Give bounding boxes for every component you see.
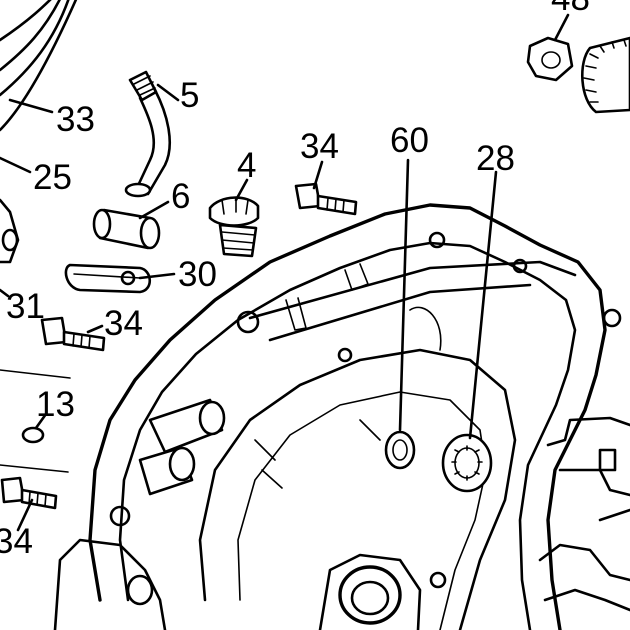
bolt-middle — [40, 316, 106, 352]
lock-washer — [441, 433, 493, 493]
leader-lines — [0, 13, 570, 532]
cable-bundle — [0, 0, 78, 132]
label-13: 13 — [36, 385, 75, 424]
bolt-top — [294, 182, 358, 216]
label-28: 28 — [476, 139, 515, 178]
label-6: 6 — [171, 177, 190, 216]
nut-and-gear — [526, 36, 630, 114]
label-34-top: 34 — [300, 127, 339, 166]
o-ring — [21, 426, 45, 444]
gearbox-casing — [53, 203, 630, 630]
label-34-bottom: 34 — [0, 522, 33, 561]
label-34-mid: 34 — [104, 304, 143, 343]
filler-cap — [208, 196, 260, 258]
label-4: 4 — [237, 146, 256, 185]
label-25: 25 — [33, 158, 72, 197]
label-48: 48 — [551, 0, 590, 18]
breather-pipe — [124, 70, 172, 198]
label-30: 30 — [178, 255, 217, 294]
gasket-seal — [64, 263, 152, 294]
plug — [92, 208, 161, 250]
callout-labels: 48 5 33 34 60 28 4 25 6 30 31 34 13 34 — [0, 0, 590, 561]
left-edge-parts — [0, 198, 71, 473]
label-60: 60 — [390, 121, 429, 160]
label-31: 31 — [6, 287, 45, 326]
washer — [384, 430, 416, 470]
label-5: 5 — [180, 76, 199, 115]
label-33: 33 — [56, 100, 95, 139]
